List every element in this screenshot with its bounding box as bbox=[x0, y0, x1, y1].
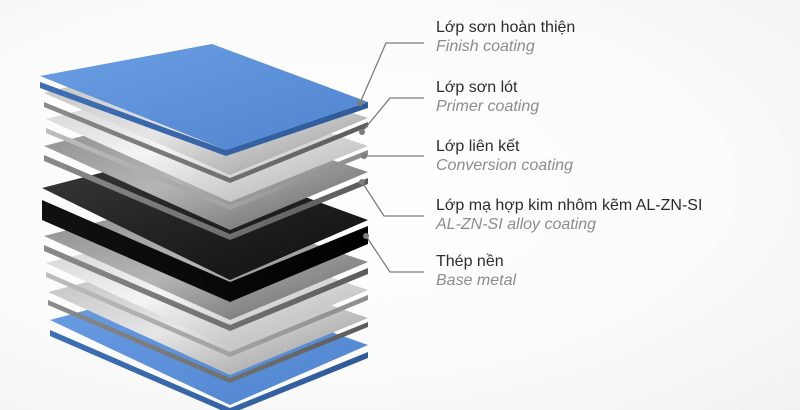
leader-primer bbox=[361, 97, 424, 133]
leader-finish bbox=[359, 42, 424, 104]
label-finish-coating: Lớp sơn hoàn thiện Finish coating bbox=[436, 19, 575, 57]
label-alloy-vi: Lớp mạ hợp kim nhôm kẽm AL-ZN-SI bbox=[436, 197, 703, 214]
label-primer-en: Primer coating bbox=[436, 98, 540, 116]
leader-lines bbox=[359, 42, 424, 273]
leader-dot-primer bbox=[359, 129, 365, 135]
leader-dot-base bbox=[363, 233, 369, 239]
leader-dot-alloy bbox=[359, 179, 365, 185]
leader-alloy bbox=[361, 181, 424, 217]
label-finish-vi: Lớp sơn hoàn thiện bbox=[436, 19, 576, 36]
label-alloy-en: AL-ZN-SI alloy coating bbox=[436, 216, 597, 234]
label-conversion-coating: Lớp liên kết Conversion coating bbox=[436, 138, 573, 176]
label-conversion-vi: Lớp liên kết bbox=[436, 138, 520, 155]
label-base-metal: Thép nền Base metal bbox=[436, 253, 516, 291]
label-base-en: Base metal bbox=[436, 272, 517, 290]
top-finish-layer bbox=[40, 44, 368, 156]
label-primer-coating: Lớp sơn lót Primer coating bbox=[436, 79, 539, 117]
leader-dot-conversion bbox=[361, 153, 367, 159]
label-finish-en: Finish coating bbox=[436, 38, 535, 56]
label-base-vi: Thép nền bbox=[436, 253, 504, 270]
leader-dots bbox=[357, 100, 369, 239]
leader-base bbox=[365, 235, 424, 273]
label-conversion-en: Conversion coating bbox=[436, 157, 573, 175]
label-primer-vi: Lớp sơn lót bbox=[436, 79, 518, 96]
label-alloy-coating: Lớp mạ hợp kim nhôm kẽm AL-ZN-SI AL-ZN-S… bbox=[436, 197, 702, 235]
leader-dot-finish bbox=[357, 100, 363, 106]
